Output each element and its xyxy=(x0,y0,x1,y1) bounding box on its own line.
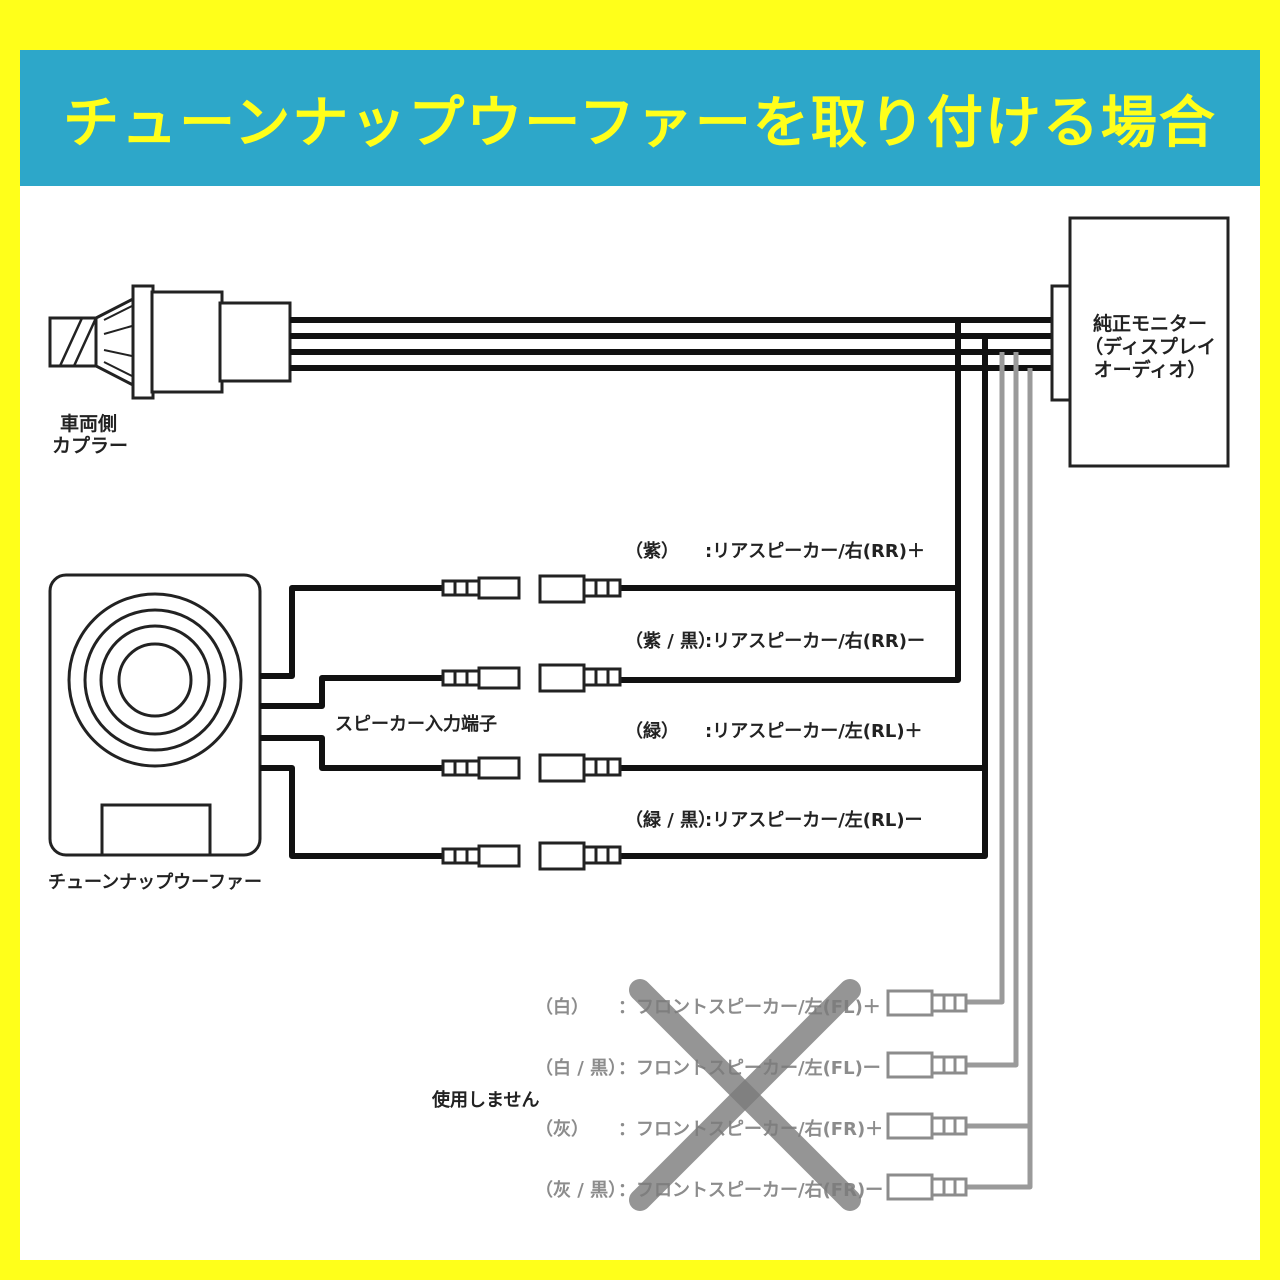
front-wire-desc-4: ：フロントスピーカー/右(FR)ー xyxy=(618,1179,883,1201)
main-harness xyxy=(290,317,1055,371)
rear-wire-color-2: （紫 / 黒） xyxy=(625,630,716,652)
front-wire-color-1: （白） xyxy=(535,996,589,1018)
rear-branch-wires xyxy=(615,320,988,859)
rear-wire-color-1: （紫） xyxy=(625,540,679,562)
vehicle-coupler-label-2: カプラー xyxy=(52,434,128,457)
rear-wire-desc-4: :リアスピーカー/左(RL)ー xyxy=(705,809,923,831)
not-used-cross-icon xyxy=(629,979,861,1211)
subwoofer-input-wires xyxy=(260,585,445,859)
front-wire-color-3: （灰） xyxy=(535,1118,589,1140)
vehicle-coupler-label-1: 車両側 xyxy=(60,412,117,435)
front-wire-desc-3: ：フロントスピーカー/右(FR)＋ xyxy=(618,1118,883,1140)
rear-wire-desc-1: :リアスピーカー/右(RR)＋ xyxy=(705,540,925,562)
monitor-label-2: （ディスプレイ xyxy=(1084,335,1216,358)
rear-wire-color-3: （緑） xyxy=(625,720,679,742)
front-wire-color-2: （白 / 黒） xyxy=(535,1057,626,1079)
front-branch-wires xyxy=(965,352,1033,1190)
not-used-label: 使用しません xyxy=(431,1090,539,1111)
front-terminals xyxy=(886,989,968,1201)
subwoofer-label: チューンナップウーファー xyxy=(48,871,262,893)
rear-wire-desc-3: :リアスピーカー/左(RL)＋ xyxy=(705,720,923,742)
rear-terminals xyxy=(441,574,622,871)
page-title: チューンナップウーファーを取り付ける場合 xyxy=(63,90,1217,156)
rear-wire-color-4: （緑 / 黒） xyxy=(625,809,716,831)
monitor-label-3: オーディオ） xyxy=(1094,358,1207,381)
factory-monitor xyxy=(1050,216,1230,468)
monitor-label-1: 純正モニター xyxy=(1093,312,1207,335)
front-wire-color-4: （灰 / 黒） xyxy=(535,1179,626,1201)
front-wire-desc-2: ：フロントスピーカー/左(FL)ー xyxy=(618,1057,881,1079)
subwoofer-unit xyxy=(48,573,262,857)
vehicle-coupler xyxy=(48,284,292,400)
rear-wire-desc-2: :リアスピーカー/右(RR)ー xyxy=(705,630,925,652)
speaker-input-label: スピーカー入力端子 xyxy=(335,714,497,735)
title-banner: チューンナップウーファーを取り付ける場合 xyxy=(20,50,1260,186)
